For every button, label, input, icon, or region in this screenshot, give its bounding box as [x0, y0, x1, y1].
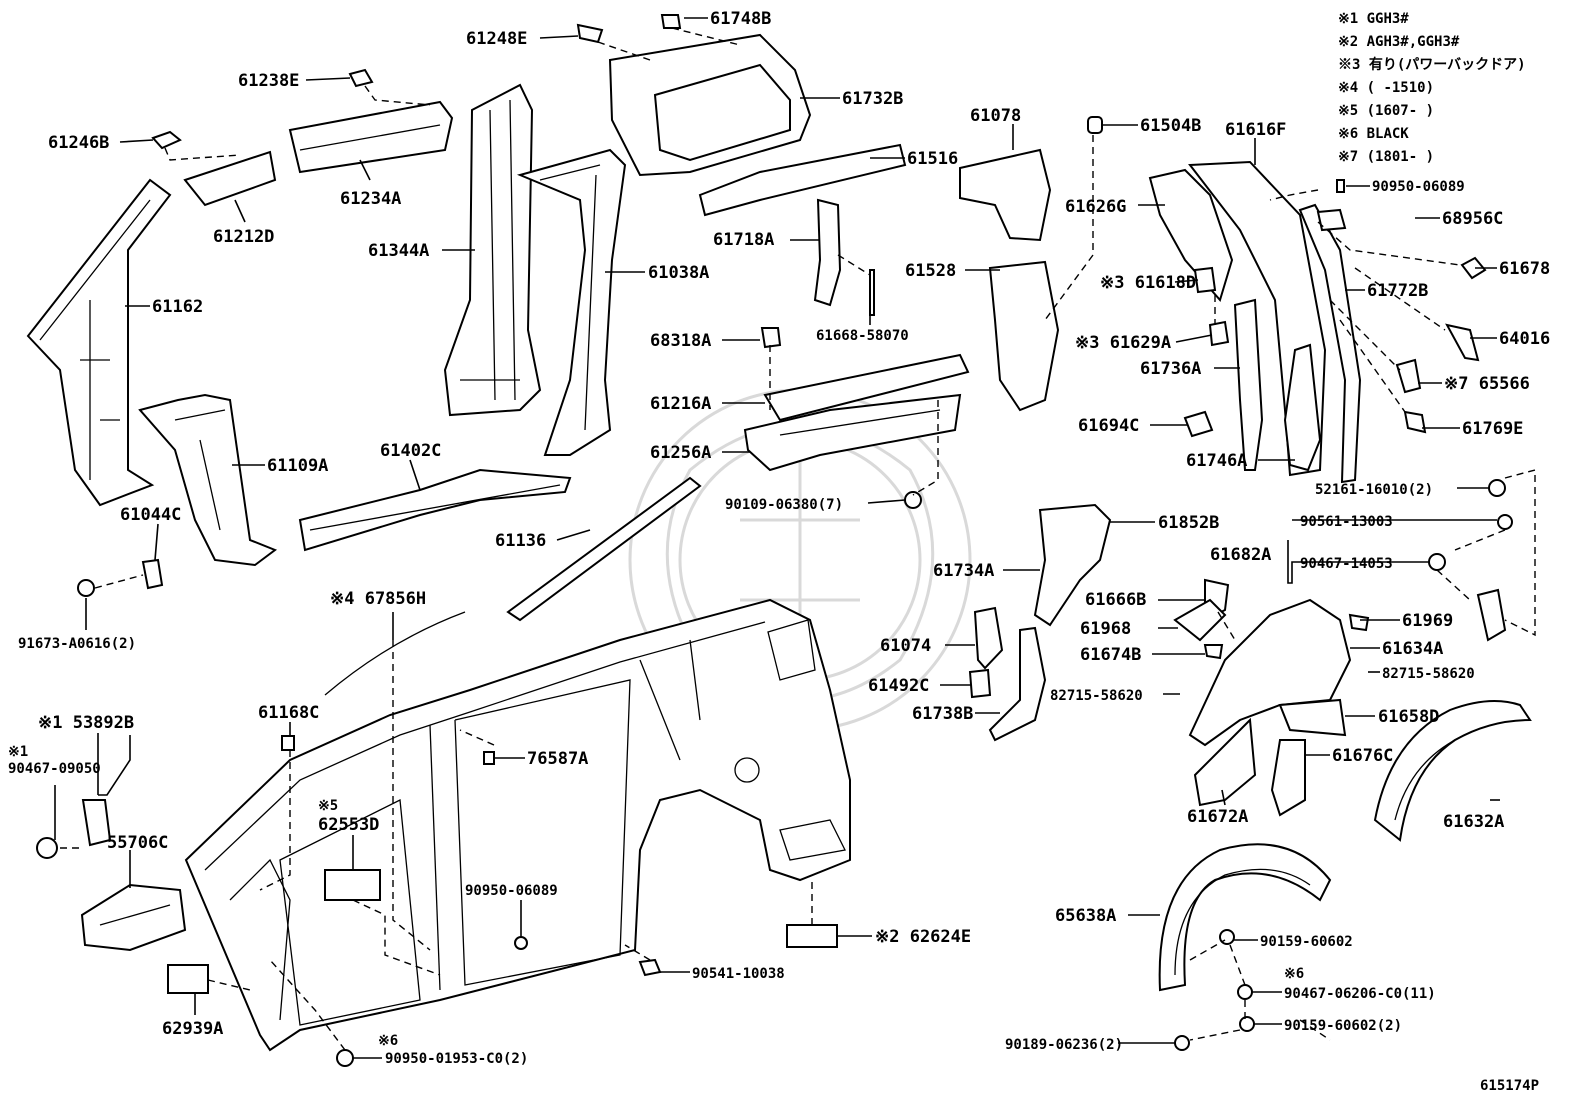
note-3: ※3 有り(パワーバックドア)	[1338, 56, 1526, 73]
label-61038A: 61038A	[648, 263, 709, 283]
label-61136: 61136	[495, 531, 546, 551]
label-90950-01953: 90950-01953-C0(2)	[385, 1051, 528, 1067]
label-61748B: 61748B	[710, 9, 771, 29]
label-61632A: 61632A	[1443, 812, 1504, 832]
label-90467-06206: 90467-06206-C0(11)	[1284, 986, 1436, 1002]
label-61738B: 61738B	[912, 704, 973, 724]
label-61168C: 61168C	[258, 703, 319, 723]
label-90109-06380: 90109-06380(7)	[725, 497, 843, 513]
label-61676C: 61676C	[1332, 746, 1393, 766]
label-61769E: 61769E	[1462, 419, 1523, 439]
label-61674B: 61674B	[1080, 645, 1141, 665]
label-68956C: 68956C	[1442, 209, 1503, 229]
label-61736A: 61736A	[1140, 359, 1201, 379]
label-55706C: 55706C	[107, 833, 168, 853]
label-61109A: 61109A	[267, 456, 328, 476]
label-61402C: 61402C	[380, 441, 441, 461]
label-61682A: 61682A	[1210, 545, 1271, 565]
label-61968: 61968	[1080, 619, 1131, 639]
label-65638A: 65638A	[1055, 906, 1116, 926]
label-61248E: 61248E	[466, 29, 527, 49]
label-61626G: 61626G	[1065, 197, 1126, 217]
note-6: ※6 BLACK	[1338, 126, 1409, 142]
label-61658D: 61658D	[1378, 707, 1439, 727]
label-61238E: 61238E	[238, 71, 299, 91]
label-62553D-note: ※5	[318, 798, 338, 814]
label-61078: 61078	[970, 106, 1021, 126]
label-90159-60602: 90159-60602	[1260, 934, 1353, 950]
label-90189-06236: 90189-06236(2)	[1005, 1037, 1123, 1053]
label-61746A: 61746A	[1186, 451, 1247, 471]
label-90561-13003: 90561-13003	[1300, 514, 1393, 530]
label-61246B: 61246B	[48, 133, 109, 153]
label-61668-58070: 61668-58070	[816, 328, 909, 344]
label-91673-A0616: 91673-A0616(2)	[18, 636, 136, 652]
label-53892B: ※1 53892B	[38, 713, 134, 733]
label-90467-14053: 90467-14053	[1300, 556, 1393, 572]
label-61044C: 61044C	[120, 505, 181, 525]
label-62624E: ※2 62624E	[875, 927, 971, 947]
label-61528: 61528	[905, 261, 956, 281]
label-61616F: 61616F	[1225, 120, 1286, 140]
label-67856H: ※4 67856H	[330, 589, 426, 609]
label-90950-06089-body: 90950-06089	[465, 883, 558, 899]
label-61162: 61162	[152, 297, 203, 317]
label-61234A: 61234A	[340, 189, 401, 209]
label-61678: 61678	[1499, 259, 1550, 279]
label-61969: 61969	[1402, 611, 1453, 631]
label-61718A: 61718A	[713, 230, 774, 250]
label-61732B: 61732B	[842, 89, 903, 109]
label-82715-58620-right: 82715-58620	[1382, 666, 1475, 682]
label-61216A: 61216A	[650, 394, 711, 414]
label-61256A: 61256A	[650, 443, 711, 463]
notes-legend: ※1 GGH3# ※2 AGH3#,GGH3# ※3 有り(パワーバックドア) …	[1338, 11, 1526, 165]
label-61618D: ※3 61618D	[1100, 273, 1196, 293]
label-90467-09050-note: ※1	[8, 744, 28, 760]
diagram-code: 615174P	[1480, 1078, 1539, 1094]
assembly-lines	[60, 27, 1536, 1051]
label-61734A: 61734A	[933, 561, 994, 581]
label-61852B: 61852B	[1158, 513, 1219, 533]
label-82715-58620-left: 82715-58620	[1050, 688, 1143, 704]
label-61666B: 61666B	[1085, 590, 1146, 610]
label-76587A: 76587A	[527, 749, 588, 769]
label-61074: 61074	[880, 636, 931, 656]
part-shapes	[26, 14, 1532, 1067]
label-90950-01953-note: ※6	[378, 1033, 398, 1049]
label-65566: ※7 65566	[1444, 374, 1530, 394]
label-61634A: 61634A	[1382, 639, 1443, 659]
label-61772B: 61772B	[1367, 281, 1428, 301]
label-61344A: 61344A	[368, 241, 429, 261]
note-2: ※2 AGH3#,GGH3#	[1338, 34, 1460, 50]
label-61212D: 61212D	[213, 227, 274, 247]
label-61672A: 61672A	[1187, 807, 1248, 827]
label-61694C: 61694C	[1078, 416, 1139, 436]
label-90467-09050: 90467-09050	[8, 761, 101, 777]
note-5: ※5 (1607- )	[1338, 103, 1434, 119]
label-64016: 64016	[1499, 329, 1550, 349]
label-61629A: ※3 61629A	[1075, 333, 1171, 353]
label-62939A: 62939A	[162, 1019, 223, 1039]
label-52161-16010: 52161-16010(2)	[1315, 482, 1433, 498]
label-62553D: 62553D	[318, 815, 379, 835]
label-68318A: 68318A	[650, 331, 711, 351]
label-90159-60602-2: 90159-60602(2)	[1284, 1018, 1402, 1034]
label-90467-06206-note: ※6	[1284, 966, 1304, 982]
label-90950-06089: 90950-06089	[1372, 179, 1465, 195]
note-7: ※7 (1801- )	[1338, 149, 1434, 165]
part-labels: 61248E 61748B 61238E 61732B 61078 61504B…	[8, 9, 1550, 1067]
label-61516: 61516	[907, 149, 958, 169]
label-90541-10038: 90541-10038	[692, 966, 785, 982]
note-1: ※1 GGH3#	[1338, 11, 1409, 27]
label-61492C: 61492C	[868, 676, 929, 696]
note-4: ※4 ( -1510)	[1338, 80, 1434, 96]
label-61504B: 61504B	[1140, 116, 1201, 136]
leader-lines	[54, 17, 1500, 1059]
